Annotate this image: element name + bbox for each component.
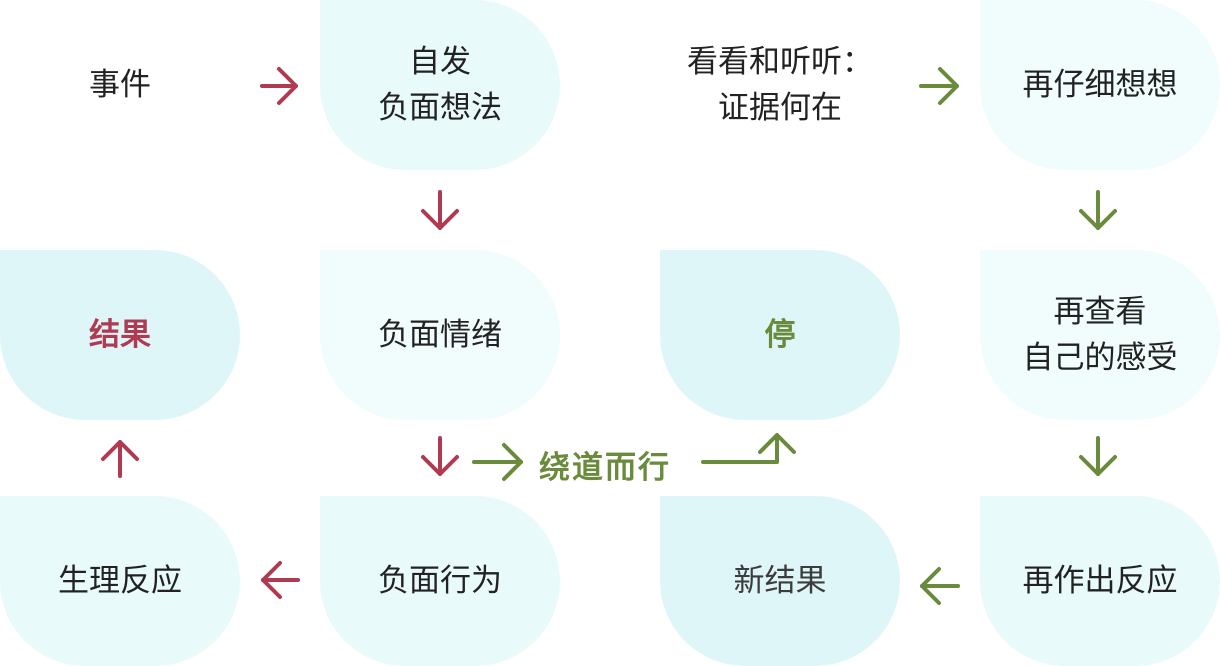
node-new-result: 新结果 [660,496,900,666]
node-new-result-label: 新结果 [733,563,827,599]
node-look-and-listen-text: 看看和听听： 证据何在 [687,39,873,131]
node-rethink-label: 再仔细想想 [1022,67,1178,103]
node-recheck-feelings-text: 再查看 自己的感受 [1023,289,1178,381]
arrow-look-to-rethink [919,67,959,105]
arrow-recheck-to-respond [1079,436,1117,476]
node-negative-emotion-label: 负面情绪 [378,317,502,353]
node-auto-negative-thought-line1: 自发 [409,44,471,80]
node-recheck-feelings-line2: 自己的感受 [1022,340,1178,376]
node-auto-negative-thought: 自发 负面想法 [320,0,560,170]
arrow-physio-to-result [101,440,139,478]
arrow-rethink-to-recheck [1079,190,1117,230]
node-negative-emotion: 负面情绪 [320,250,560,420]
node-negative-behavior-label: 负面行为 [378,563,502,599]
detour-label: 绕道而行 [539,450,671,486]
arrow-detour-to-stop [701,433,796,464]
node-look-and-listen: 看看和听听： 证据何在 [660,0,900,170]
node-respond-again-label: 再作出反应 [1022,563,1178,599]
arrow-behavior-to-physio [261,561,300,599]
node-event: 事件 [0,0,240,170]
node-event-label: 事件 [89,67,151,103]
node-auto-negative-thought-line2: 负面想法 [378,90,502,126]
node-look-and-listen-line1: 看看和听听： [687,44,873,80]
arrow-detour-start [472,443,523,481]
arrow-event-to-thought [260,67,298,105]
arrow-thought-to-emotion [421,190,459,230]
arrow-respond-to-new-result [920,567,960,605]
node-stop: 停 [660,250,900,420]
node-result: 结果 [0,250,240,420]
node-respond-again: 再作出反应 [980,496,1220,666]
node-stop-label: 停 [764,317,796,353]
node-rethink: 再仔细想想 [980,0,1220,170]
node-physiological-reaction: 生理反应 [0,496,240,666]
node-physiological-reaction-label: 生理反应 [58,563,182,599]
node-recheck-feelings: 再查看 自己的感受 [980,250,1220,420]
node-auto-negative-thought-text: 自发 负面想法 [378,39,502,131]
node-recheck-feelings-line1: 再查看 [1053,294,1147,330]
node-result-label: 结果 [89,317,151,353]
node-negative-behavior: 负面行为 [320,496,560,666]
arrow-emotion-to-behavior [421,436,459,476]
node-look-and-listen-line2: 证据何在 [718,90,842,126]
